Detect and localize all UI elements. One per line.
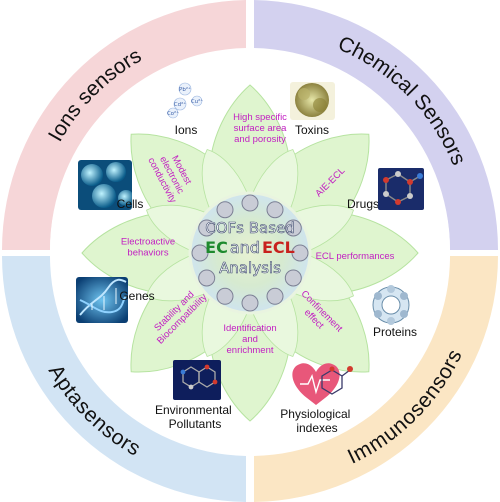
cof-node <box>266 201 284 219</box>
quadrant-chemical-sensors <box>254 0 498 250</box>
ion-symbol: Cu²⁺ <box>191 98 204 105</box>
toxins-label: Toxins <box>295 123 329 137</box>
ions-label: Ions <box>175 123 198 137</box>
cells-label: Cells <box>117 197 144 211</box>
petal-label: ECL performances <box>316 251 395 262</box>
cells-icon <box>78 160 132 210</box>
cof-node <box>198 269 216 287</box>
ions-item: Pb²⁺ Cd²⁺ Cu²⁺ Co²⁺ Ions <box>167 82 204 137</box>
genes-label: Genes <box>119 289 154 303</box>
cof-node <box>266 287 284 305</box>
drugs-item: Drugs <box>347 168 424 211</box>
center-title-line1: COFs Based <box>205 219 295 237</box>
toxins-item: Toxins <box>290 82 335 137</box>
ions-icon: Pb²⁺ Cd²⁺ Cu²⁺ Co²⁺ <box>167 82 204 119</box>
cof-node <box>216 287 234 305</box>
quadrant-immunosensors <box>254 256 498 502</box>
environmental-label: Environmental Pollutants <box>155 403 235 431</box>
cof-node <box>291 244 309 262</box>
pollutant-molecule-icon <box>173 360 221 400</box>
proteins-item: Proteins <box>372 285 417 339</box>
quadrant-ions-sensors <box>1 0 246 250</box>
drugs-label: Drugs <box>347 197 379 211</box>
ion-symbol: Cd²⁺ <box>174 101 187 108</box>
environmental-item: Environmental Pollutants <box>155 360 235 431</box>
cof-node <box>191 244 209 262</box>
cof-node <box>241 294 259 312</box>
physiological-label: Physiological indexes <box>280 407 353 435</box>
quadrant-aptasensors <box>1 256 246 502</box>
heart-molecule-icon <box>292 363 353 405</box>
genes-item: Genes <box>76 277 155 323</box>
ion-symbol: Pb²⁺ <box>179 86 191 93</box>
proteins-label: Proteins <box>373 325 417 339</box>
physiological-item: Physiological indexes <box>280 363 353 435</box>
cof-node <box>198 219 216 237</box>
cof-node <box>284 269 302 287</box>
cells-item: Cells <box>78 160 143 211</box>
ion-symbol: Co²⁺ <box>167 110 179 117</box>
cof-node <box>216 201 234 219</box>
protein-icon <box>372 285 410 325</box>
cof-node <box>284 219 302 237</box>
toxins-icon <box>290 82 335 120</box>
cof-node <box>241 194 259 212</box>
dna-icon <box>76 277 128 323</box>
molecule-icon <box>378 168 424 210</box>
cof-framework-graphic <box>191 194 309 312</box>
center-title-line3: Analysis <box>219 259 281 277</box>
